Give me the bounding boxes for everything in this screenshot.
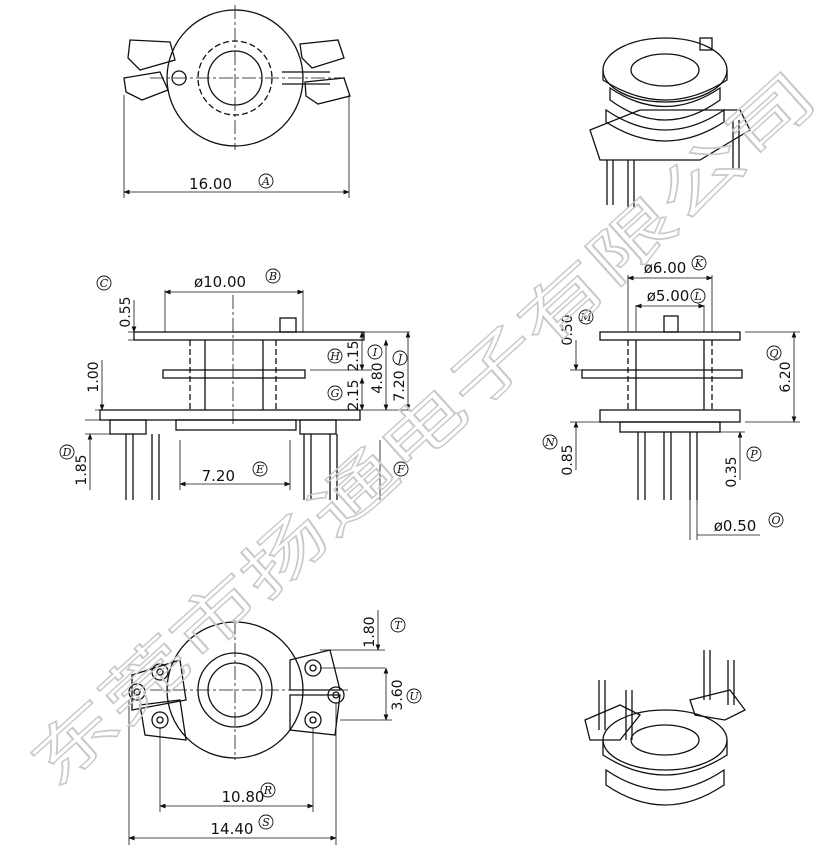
dim-j-value: 7.20 xyxy=(392,370,408,401)
dim-a-value: 16.00 xyxy=(189,175,232,193)
tag-g: G xyxy=(331,387,340,400)
tag-u: U xyxy=(409,690,419,703)
tag-n: N xyxy=(544,436,555,449)
front-view xyxy=(85,289,411,500)
dim-u-value: 3.60 xyxy=(390,679,406,710)
tag-a: A xyxy=(261,175,270,188)
tag-q: Q xyxy=(769,347,778,360)
dim-k-value: ø6.00 xyxy=(644,259,687,277)
dim-b-value: ø10.00 xyxy=(194,273,246,291)
tag-j: J xyxy=(396,352,403,365)
dim-r-value: 10.80 xyxy=(222,788,265,806)
tag-i: I xyxy=(372,346,378,359)
dim-q-value: 6.20 xyxy=(778,361,794,392)
dim-s-value: 14.40 xyxy=(211,820,254,838)
bottom-view xyxy=(128,610,392,845)
tag-b: B xyxy=(268,270,277,283)
side-view xyxy=(570,275,800,540)
dim-d-value: 1.85 xyxy=(74,454,90,485)
dim-i-value: 4.80 xyxy=(370,362,386,393)
tag-k: K xyxy=(694,257,704,270)
tag-e: E xyxy=(255,463,264,476)
tag-f: F xyxy=(396,463,405,476)
dim-t-value: 1.80 xyxy=(362,616,378,647)
dim-h-value: 2.15 xyxy=(346,340,362,371)
dim-l-value: ø5.00 xyxy=(647,287,690,305)
tag-d: D xyxy=(62,446,72,459)
isometric-view-top xyxy=(589,37,751,208)
isometric-view-bottom xyxy=(584,650,746,806)
tag-h: H xyxy=(329,350,340,363)
dim-p-value: 0.35 xyxy=(724,456,740,487)
top-view xyxy=(123,5,351,198)
dim-m-value: 0.50 xyxy=(560,314,576,345)
tag-p: P xyxy=(749,448,758,461)
tag-r: R xyxy=(263,784,272,797)
dim-e-value: 7.20 xyxy=(202,467,235,485)
dim-c-value: 0.55 xyxy=(118,296,134,327)
tag-l: L xyxy=(693,290,701,303)
dim-d2-value: 1.00 xyxy=(86,361,102,392)
tag-c: C xyxy=(100,277,109,290)
dim-g-value: 2.15 xyxy=(346,379,362,410)
dim-o-value: ø0.50 xyxy=(714,517,757,535)
dim-n-value: 0.85 xyxy=(560,444,576,475)
tag-o: O xyxy=(771,514,780,527)
tag-t: T xyxy=(394,619,403,632)
tag-s: S xyxy=(262,816,270,829)
tag-m: M xyxy=(579,311,592,324)
